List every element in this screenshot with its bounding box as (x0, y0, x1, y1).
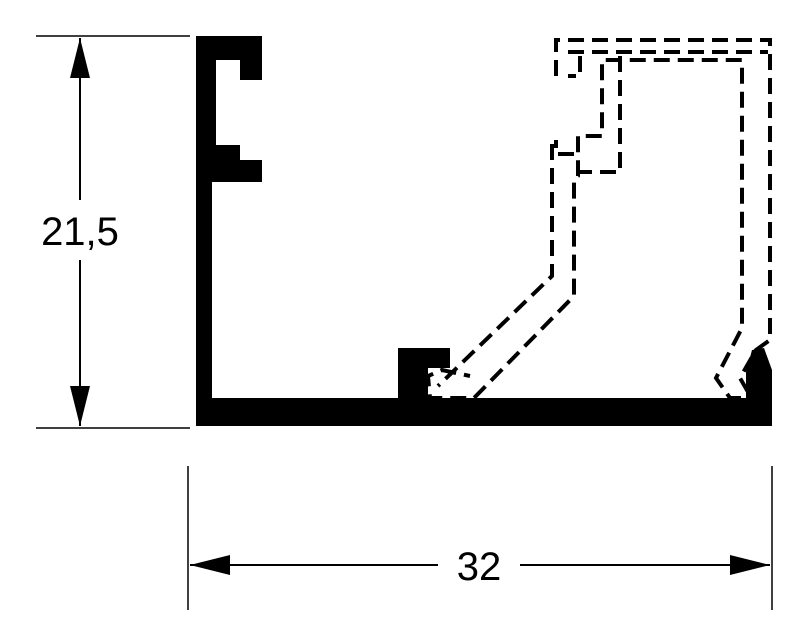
profile-solid-body (196, 36, 772, 426)
dashed-cover-outer (425, 38, 772, 400)
aluminium-profile (196, 36, 772, 426)
width-label: 32 (457, 545, 502, 589)
dashed-cover-inner (436, 50, 768, 388)
height-label: 21,5 (41, 210, 119, 254)
dashed-cover-profile (425, 38, 772, 400)
height-dimension: 21,5 (30, 35, 190, 429)
width-label-bg (438, 535, 520, 595)
width-dimension: 32 (187, 466, 773, 610)
height-label-bg (30, 200, 130, 260)
